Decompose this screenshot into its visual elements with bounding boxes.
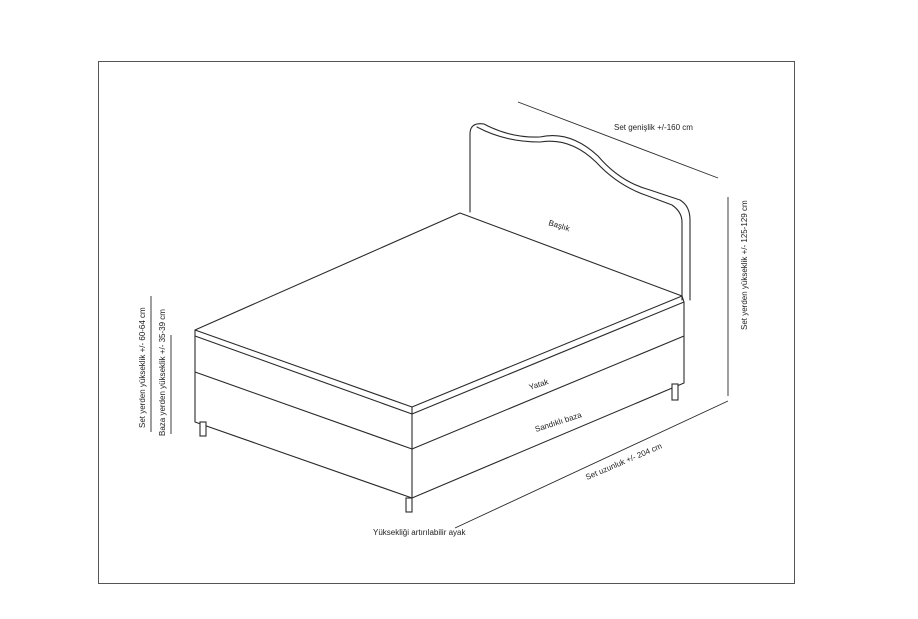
leg-front-left: [199, 421, 207, 437]
height-base-label: Baza yerden yükseklik +/- 35-39 cm: [158, 309, 167, 436]
length-dimension-line: [454, 400, 729, 529]
base-lower-right: [411, 335, 685, 499]
mattress-top: [194, 212, 683, 408]
mattress-side-right: [411, 295, 685, 415]
height-total-right-label: Set yerden yükseklik +/- 125-129 cm: [740, 200, 749, 330]
height-total-left-label: Set yerden yükseklik +/- 60-64 cm: [138, 307, 147, 428]
width-label: Set genişlik +/-160 cm: [614, 123, 693, 132]
leg-front-right: [405, 497, 413, 513]
headboard-outline: [469, 123, 691, 301]
base-upper-front: [194, 335, 413, 450]
mattress-side-front: [194, 329, 413, 415]
headboard-label: Başlık: [547, 218, 571, 233]
leg-back-right: [671, 383, 679, 401]
base-label: Sandıklı baza: [534, 410, 583, 434]
base-lower-front: [194, 371, 413, 499]
mattress-label: Yatak: [528, 377, 551, 392]
width-dimension-line: [517, 101, 719, 179]
legs-label: Yüksekliği artırılabilir ayak: [373, 528, 466, 537]
headboard-inner-edge: [476, 126, 683, 301]
drawing-frame: [98, 61, 795, 584]
length-label: Set uzunluk +/- 204 cm: [584, 441, 663, 481]
